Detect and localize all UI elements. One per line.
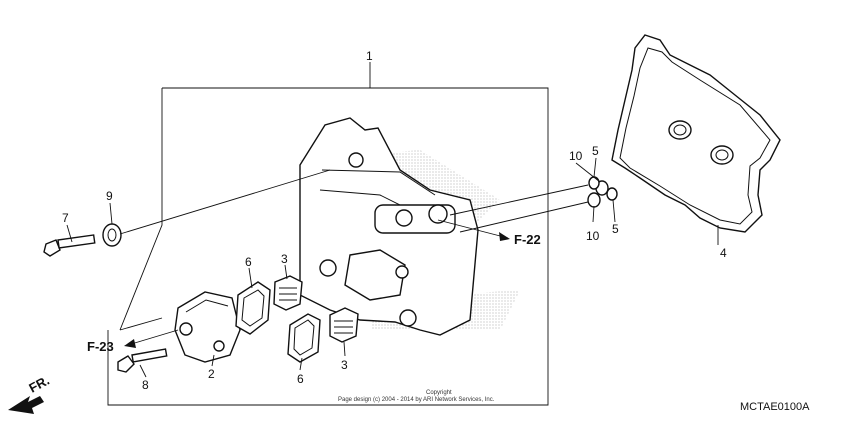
breather-plate-lower[interactable]: [329, 307, 359, 343]
leader-9-label: [109, 202, 113, 225]
cylinder-head-cover[interactable]: [299, 117, 479, 336]
front-direction-arrow: [8, 396, 44, 414]
grommet-9[interactable]: [102, 223, 122, 247]
label-part-6-lower: 6: [297, 372, 304, 386]
leader-10-label-lower: [592, 205, 595, 223]
ref-label-f23[interactable]: F-23: [87, 339, 114, 354]
diagram-code: MCTAE0100A: [740, 401, 810, 413]
leader-10-lower: [459, 201, 589, 233]
assembly-frame: [107, 87, 549, 406]
label-part-2: 2: [208, 367, 215, 381]
breather-gasket-upper[interactable]: [235, 281, 271, 335]
label-part-3-upper: 3: [281, 252, 288, 266]
washer-5-lower[interactable]: [606, 187, 618, 201]
label-part-7: 7: [62, 211, 69, 225]
label-part-6-upper: 6: [245, 255, 252, 269]
collar-10-lower[interactable]: [587, 192, 601, 208]
leader-9: [119, 169, 331, 235]
leader-5-label-lower: [612, 199, 616, 223]
breather-gasket-lower[interactable]: [287, 313, 321, 363]
breather-cover[interactable]: [174, 291, 241, 363]
leader-5-label-upper: [593, 157, 597, 178]
bolt-7[interactable]: [43, 234, 96, 257]
leader-3-upper: [284, 264, 288, 280]
leader-6-lower: [299, 357, 303, 371]
bolt-8[interactable]: [117, 348, 168, 373]
washer-5-upper[interactable]: [588, 176, 600, 190]
leader-7-label: [66, 224, 73, 243]
front-label: FR.: [26, 373, 52, 396]
label-part-1: 1: [366, 49, 373, 63]
label-part-9: 9: [106, 189, 113, 203]
label-part-10-upper: 10: [569, 149, 583, 163]
label-part-10-lower: 10: [586, 229, 600, 243]
leader-8: [139, 364, 147, 378]
leader-10-upper: [449, 184, 589, 216]
ref-arrow-f23: [124, 329, 179, 348]
label-part-5-lower: 5: [612, 222, 619, 236]
label-part-8: 8: [142, 378, 149, 392]
leader-6-upper: [248, 267, 253, 289]
copyright-line-1: Copyright: [426, 390, 452, 396]
label-part-4: 4: [720, 246, 727, 260]
leader-3-lower: [343, 341, 346, 357]
breather-plate-upper[interactable]: [273, 275, 303, 311]
label-part-5-upper: 5: [592, 144, 599, 158]
label-part-3-lower: 3: [341, 358, 348, 372]
head-cover-gasket[interactable]: [611, 34, 781, 233]
leader-10-label-upper: [575, 162, 601, 183]
ref-arrow-f22: [437, 219, 510, 241]
ref-label-f22[interactable]: F-22: [514, 232, 541, 247]
leader-2: [211, 354, 215, 367]
copyright-line-2: Page design (c) 2004 - 2014 by ARI Netwo…: [338, 397, 495, 403]
